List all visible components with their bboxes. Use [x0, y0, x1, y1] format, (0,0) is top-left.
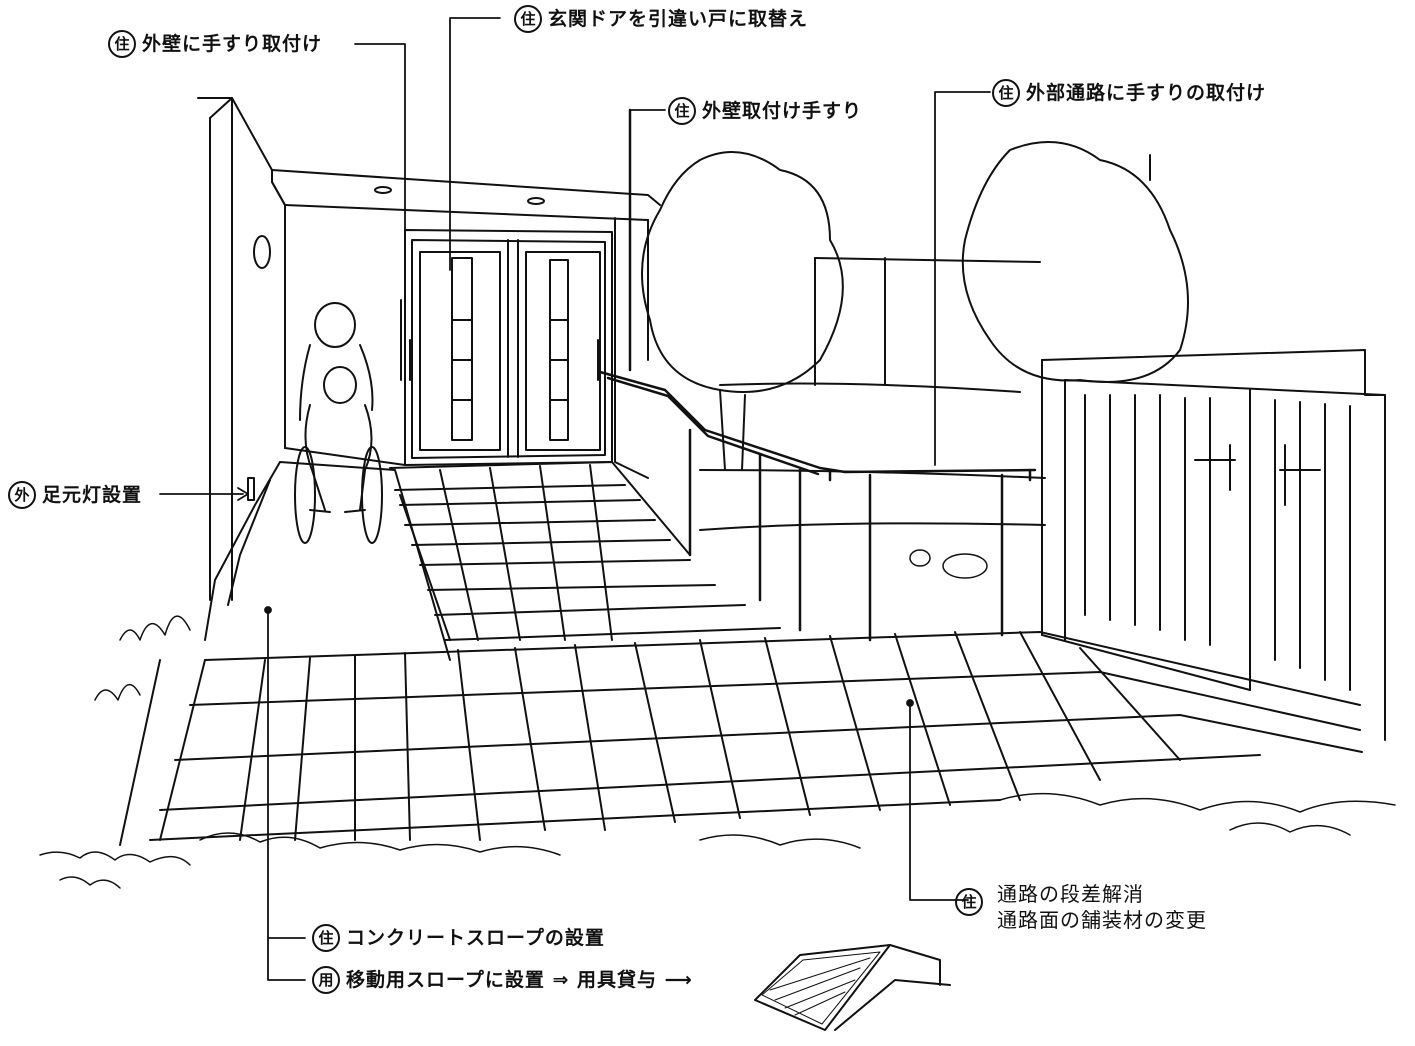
handrails [598, 108, 1037, 642]
cat [909, 549, 988, 579]
gate [1041, 349, 1386, 741]
label-handrail-wall: 住 外壁に手すり取付け [108, 30, 322, 58]
label-foot-light: 外 足元灯設置 [8, 481, 142, 509]
ground-plants [39, 615, 1396, 889]
housing-badge-icon: 住 [108, 30, 136, 58]
label-line-2: 通路面の舗装材の変更 [997, 908, 1207, 932]
label-multiline: 通路の段差解消 通路面の舗装材の変更 [997, 884, 1207, 930]
entrance-canopy [271, 169, 661, 479]
housing-badge-icon: 住 [955, 888, 983, 916]
label-wall-handrail: 住 外壁取付け手すり [668, 97, 862, 125]
entry-steps [389, 461, 781, 641]
external-badge-icon: 外 [8, 481, 36, 509]
housing-badge-icon: 住 [312, 924, 340, 952]
left-wall [197, 97, 286, 601]
trees [641, 141, 1189, 471]
portable-slope [754, 944, 951, 1031]
label-concrete-slope: 住 コンクリートスロープの設置 [312, 924, 605, 952]
label-text: コンクリートスロープの設置 [346, 926, 605, 949]
label-text: 外部通路に手すりの取付け [1026, 81, 1267, 104]
equipment-badge-icon: 用 [312, 966, 340, 994]
label-text: 外壁取付け手すり [702, 99, 863, 122]
label-path-step: 住 通路の段差解消 通路面の舗装材の変更 [955, 884, 1207, 930]
sliding-door [400, 229, 613, 466]
label-text: 移動用スロープに設置 ⇒ 用具貸与 ⟶ [346, 968, 693, 991]
label-text: 外壁に手すり取付け [142, 32, 323, 55]
housing-badge-icon: 住 [514, 5, 542, 33]
label-text: 玄関ドアを引違い戸に取替え [548, 7, 809, 30]
label-mobile-slope: 用 移動用スロープに設置 ⇒ 用具貸与 ⟶ [312, 966, 693, 994]
garden-hedge [699, 257, 1046, 531]
label-line-1: 通路の段差解消 [997, 882, 1144, 906]
wheelchair-user [294, 302, 383, 544]
paving-grid [119, 631, 1363, 846]
leader-lines [159, 17, 991, 981]
label-outdoor-path-handrail: 住 外部通路に手すりの取付け [992, 79, 1266, 107]
housing-badge-icon: 住 [668, 97, 696, 125]
label-door-replace: 住 玄関ドアを引違い戸に取替え [514, 5, 808, 33]
concrete-slope [204, 461, 451, 661]
housing-badge-icon: 住 [992, 79, 1020, 107]
label-text: 足元灯設置 [42, 483, 143, 506]
